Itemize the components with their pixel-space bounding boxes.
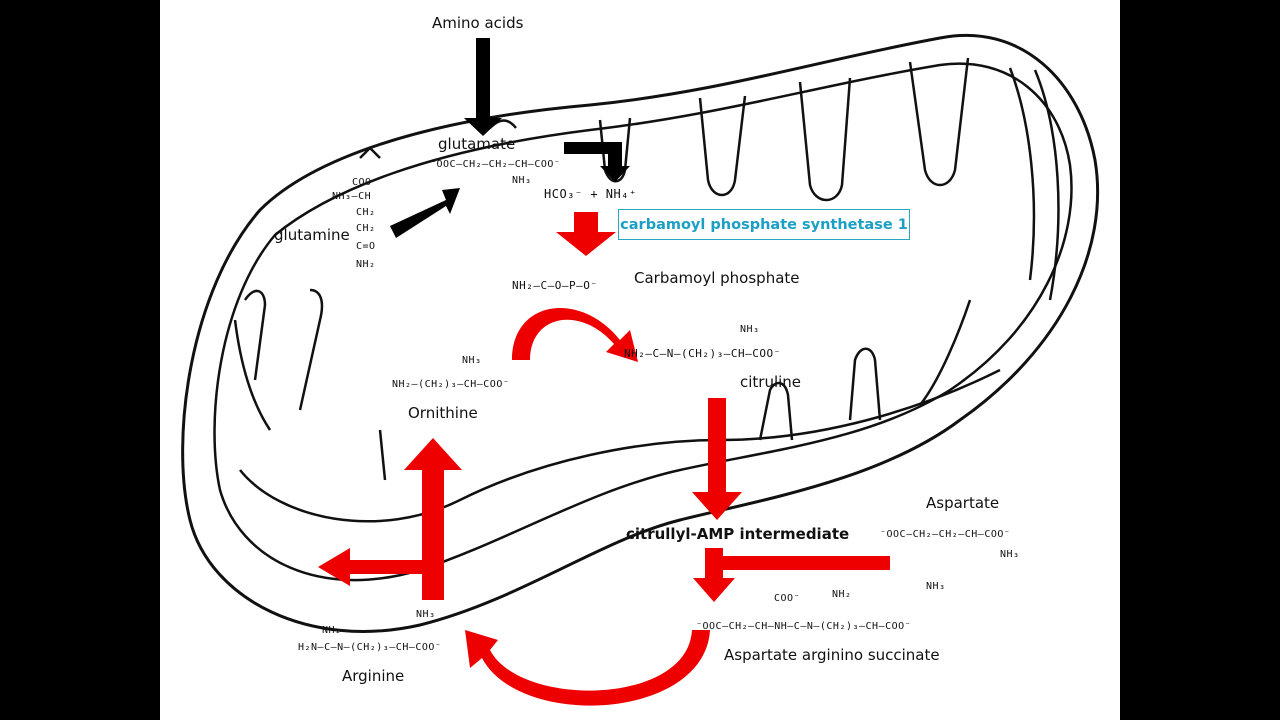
black-arrows <box>390 38 630 238</box>
hco3-nh4-formula: HCO₃⁻ + NH₄⁺ <box>544 187 637 201</box>
arrow-citruline-down <box>692 398 742 520</box>
aspartate-formula: ⁻OOC–CH₂–CH₂–CH–COO⁻ <box>880 529 1011 540</box>
ornithine-nh3: NH₃ <box>462 355 482 366</box>
amino-acids-label: Amino acids <box>432 14 524 32</box>
glutamine-label: glutamine <box>274 226 350 244</box>
arrow-arginine-up <box>404 438 462 600</box>
argininosuccinate-nh3: NH₃ <box>926 581 946 592</box>
arrow-citrullyl-down <box>693 548 735 602</box>
ornithine-formula: NH₂–(CH₂)₃–CH–COO⁻ <box>392 379 510 390</box>
diagram-canvas: Amino acids glutamate ⁻OOC–CH₂–CH₂–CH–CO… <box>160 0 1120 720</box>
glutamine-ch2a: CH₂ <box>356 207 376 218</box>
argininosuccinate-nh2: NH₂ <box>832 589 852 600</box>
arginine-label: Arginine <box>342 667 405 685</box>
inner-membrane-outer <box>213 62 1073 582</box>
glutamate-label: glutamate <box>438 135 516 153</box>
enzyme-box: carbamoyl phosphate synthetase 1 <box>618 209 910 240</box>
glutamine-nh2: NH₂ <box>356 259 376 270</box>
citrullyl-amp-label: citrullyl-AMP intermediate <box>626 525 850 543</box>
outer-membrane <box>181 33 1100 633</box>
glutamine-ch: NH₃–CH <box>332 191 372 202</box>
glutamate-nh3: NH₃ <box>512 175 532 186</box>
enzyme-label: carbamoyl phosphate synthetase 1 <box>620 216 908 233</box>
membrane-rim <box>239 368 1001 523</box>
arrow-to-carbamoyl <box>556 212 616 256</box>
citruline-nh3: NH₃ <box>740 324 760 335</box>
glutamine-coo: COO⁻ <box>352 177 379 188</box>
arrow-glutamate-nh4 <box>564 142 630 182</box>
curve-to-arginine <box>465 630 710 706</box>
arrow-urea-left <box>318 548 444 586</box>
aspartate-nh3: NH₃ <box>1000 549 1020 560</box>
glutamine-ch2b: CH₂ <box>356 223 376 234</box>
argininosuccinate-label: Aspartate arginino succinate <box>724 646 940 664</box>
argininosuccinate-coo: COO⁻ <box>774 593 801 604</box>
glutamine-co: C=O <box>356 241 376 252</box>
glutamate-formula: ⁻OOC–CH₂–CH₂–CH–COO⁻ <box>430 159 561 170</box>
arginine-formula: H₂N–C–N–(CH₂)₃–CH–COO⁻ <box>298 642 442 653</box>
arrow-amino-acids <box>464 38 502 136</box>
red-arrows <box>318 212 890 706</box>
arrow-aspartate-join <box>723 556 890 570</box>
arrow-glutamine-glutamate <box>390 188 460 238</box>
citruline-formula: NH₂–C–N–(CH₂)₃–CH–COO⁻ <box>624 347 781 360</box>
arginine-nh2: NH₂ <box>322 625 342 636</box>
curve-to-citruline <box>512 307 638 362</box>
citruline-label: citruline <box>740 373 802 391</box>
ornithine-label: Ornithine <box>408 404 478 422</box>
mitochondrion-drawing <box>181 33 1100 706</box>
carbamoyl-phosphate-formula: NH₂–C–O–P–O⁻ <box>512 279 598 292</box>
carbamoyl-phosphate-label: Carbamoyl phosphate <box>634 269 800 287</box>
cristae <box>233 57 1060 481</box>
aspartate-label: Aspartate <box>926 494 1000 512</box>
arginine-nh3: NH₃ <box>416 609 436 620</box>
argininosuccinate-formula: ⁻OOC–CH₂–CH–NH–C–N–(CH₂)₃–CH–COO⁻ <box>696 621 912 632</box>
